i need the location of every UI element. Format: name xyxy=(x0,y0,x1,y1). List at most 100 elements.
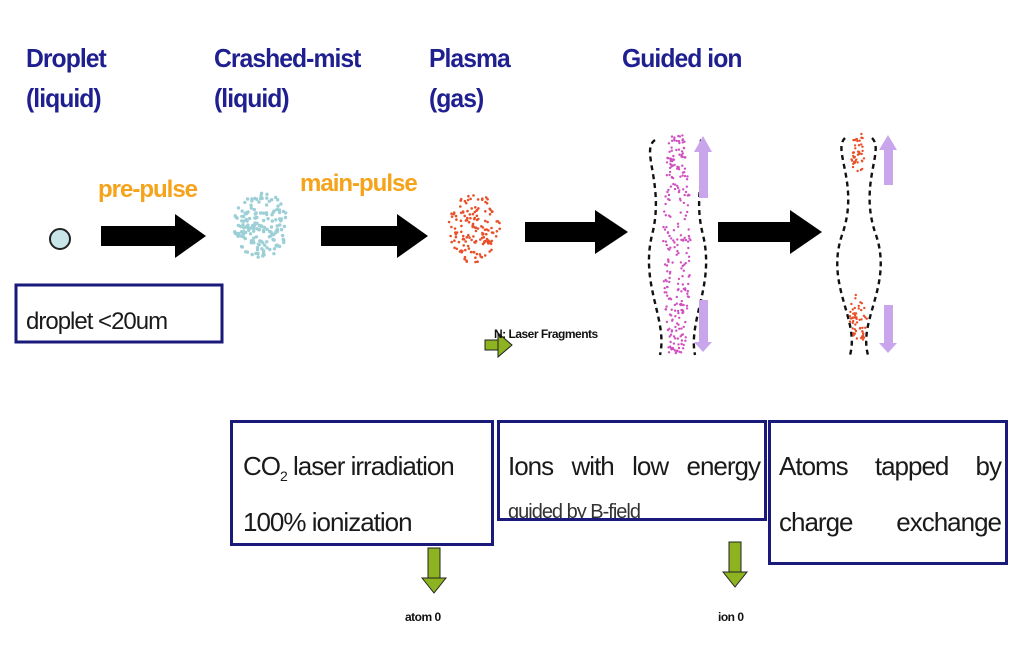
particle-dot xyxy=(474,229,478,233)
ion-particle xyxy=(674,325,677,329)
crashed-mist-cloud xyxy=(233,191,288,259)
particle-dot xyxy=(459,205,462,208)
particle-dot xyxy=(481,197,484,200)
ion-particle xyxy=(665,305,668,308)
crashed-mist-phase: (liquid) xyxy=(214,82,290,113)
particle-dot xyxy=(460,230,463,234)
ion-down-arrow-icon xyxy=(721,541,749,588)
particle-dot xyxy=(265,227,269,231)
particle-dot xyxy=(852,154,855,158)
particle-dot xyxy=(240,214,244,219)
ion-particle xyxy=(678,153,681,156)
ion-particle xyxy=(680,342,683,346)
ion-particle xyxy=(675,148,678,152)
ion-particle xyxy=(679,211,682,214)
particle-dot xyxy=(494,235,498,238)
ion-particle xyxy=(675,329,678,332)
particle-dot xyxy=(856,139,859,143)
particle-dot xyxy=(853,328,856,331)
particle-dot xyxy=(861,334,865,338)
ion-particle xyxy=(677,346,681,350)
ion-particle xyxy=(667,351,671,354)
particle-dot xyxy=(283,215,288,220)
particle-dot xyxy=(498,227,502,231)
particle-dot xyxy=(472,194,475,197)
droplet-phase: (liquid) xyxy=(26,82,102,113)
particle-dot xyxy=(489,242,493,246)
particle-dot xyxy=(855,337,859,340)
particle-dot xyxy=(853,161,857,164)
particle-dot xyxy=(468,236,471,239)
particle-dot xyxy=(855,158,858,161)
particle-dot xyxy=(280,233,285,238)
particle-dot xyxy=(865,317,868,320)
particle-dot xyxy=(851,327,854,330)
ion-particle xyxy=(670,135,674,138)
ion-particle xyxy=(671,319,674,322)
particle-dot xyxy=(491,231,495,235)
ion-particle xyxy=(686,175,689,178)
ion-particle xyxy=(683,263,686,266)
particle-dot xyxy=(465,260,469,263)
ion-particle xyxy=(679,175,682,178)
particle-dot xyxy=(252,207,256,212)
ion-particle xyxy=(684,190,688,194)
particle-dot xyxy=(467,194,470,198)
particle-dot xyxy=(468,213,472,216)
ion-particle xyxy=(668,170,672,174)
particle-dot xyxy=(475,252,479,256)
particle-dot xyxy=(467,247,471,250)
particle-dot xyxy=(850,159,854,162)
ion-particle xyxy=(686,292,689,295)
particle-dot xyxy=(858,327,862,330)
ions-word-4: energy xyxy=(686,451,761,481)
particle-dot xyxy=(262,225,267,230)
ion-particle xyxy=(686,240,690,243)
particle-dot xyxy=(274,195,278,200)
particle-dot xyxy=(857,144,861,147)
ion-particle xyxy=(681,155,684,158)
particle-dot xyxy=(453,227,457,230)
ion-particle xyxy=(666,294,669,297)
droplet-size-label: droplet <20um xyxy=(26,308,168,335)
particle-dot xyxy=(478,253,482,256)
ion-particle xyxy=(672,154,675,158)
ion-particle xyxy=(668,198,671,202)
ion-particle xyxy=(668,327,671,330)
ion-particle xyxy=(681,347,685,350)
particle-dot xyxy=(465,236,469,239)
ion-particle xyxy=(675,295,678,299)
ion-particle xyxy=(682,325,685,329)
particle-dot xyxy=(249,203,253,207)
ion-particle xyxy=(681,275,684,278)
ion-particle xyxy=(667,297,671,300)
particle-dot xyxy=(852,316,855,319)
particle-dot xyxy=(236,223,241,228)
ion-particle xyxy=(681,311,684,315)
particle-dot xyxy=(233,214,237,218)
ion-particle xyxy=(681,152,684,155)
ion-particle xyxy=(682,303,685,307)
particle-dot xyxy=(490,239,494,243)
ion-particle xyxy=(688,194,691,197)
ion-particle xyxy=(679,234,683,237)
particle-dot xyxy=(282,240,286,245)
particle-dot xyxy=(257,200,261,204)
ion-particle xyxy=(687,282,690,286)
ion-particle xyxy=(684,214,688,217)
particle-dot xyxy=(469,217,472,220)
ion-particle xyxy=(687,234,691,238)
particle-dot xyxy=(461,237,465,241)
atom-down-arrow-icon xyxy=(420,547,448,594)
particle-dot xyxy=(454,214,458,218)
arrow-guided-to-trapped xyxy=(718,210,822,254)
particle-dot xyxy=(857,307,860,310)
ions-line-1: Ions with low energy xyxy=(508,451,761,482)
particle-dot xyxy=(862,314,866,317)
particle-dot xyxy=(239,234,243,238)
particle-dot xyxy=(861,149,864,153)
particle-dot xyxy=(459,219,463,223)
ion-particle xyxy=(681,134,684,137)
particle-dot xyxy=(459,249,463,252)
ion-particle xyxy=(667,188,670,192)
